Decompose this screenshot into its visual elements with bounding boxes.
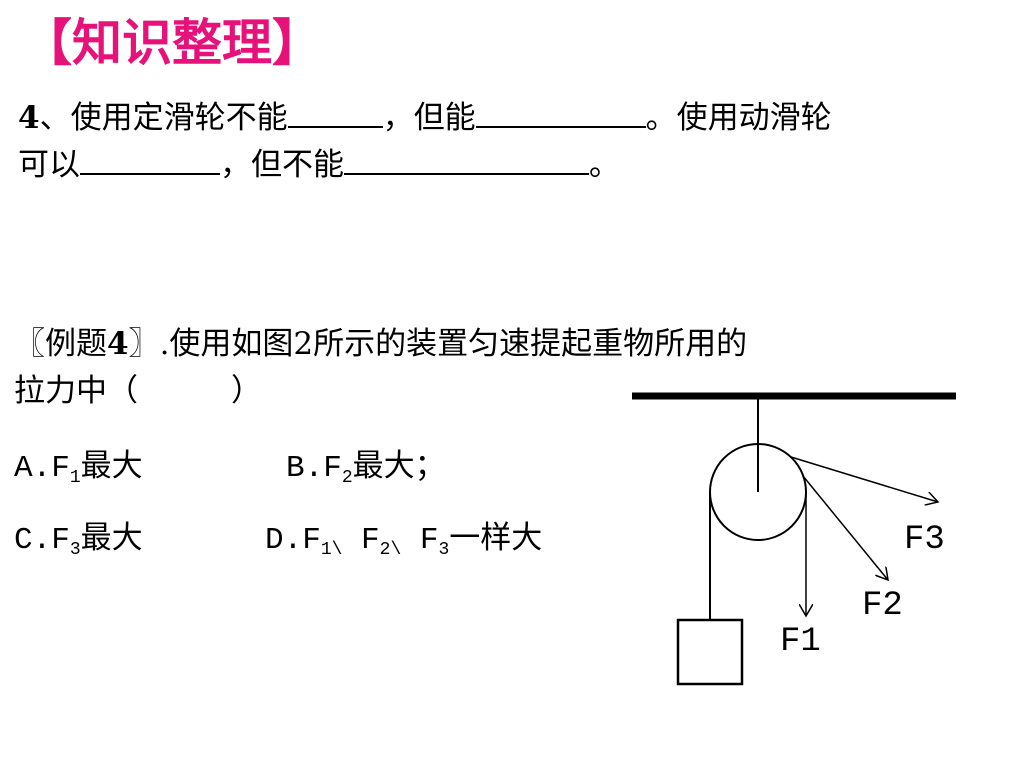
q4-text-2b: ，但不能 [220, 147, 344, 183]
label-f2: F2 [862, 587, 903, 625]
question-4-line-2: 可以 ，但不能 。 [18, 145, 620, 185]
question-4-line-1: 4、使用定滑轮不能 ，但能 。使用动滑轮 [18, 98, 832, 138]
q4-text-2c: 。 [589, 147, 620, 183]
example-number: 4 [107, 326, 129, 362]
option-b[interactable]: B.F2最大； [286, 448, 446, 488]
example-stem-2: 拉力中（ ） [14, 373, 262, 409]
q4-text-2a: 可以 [18, 147, 80, 183]
rope-f2 [802, 475, 888, 580]
blank-3[interactable] [80, 145, 220, 175]
q4-text-1b: ，但能 [382, 100, 476, 136]
example-stem-1: .使用如图2所示的装置匀速提起重物所用的 [159, 326, 748, 362]
example-open-bracket: 〖例题 [14, 326, 107, 362]
label-f3: F3 [904, 521, 945, 559]
weight-block [676, 618, 744, 686]
q4-text-1a: 、使用定滑轮不能 [39, 100, 288, 136]
q4-text-1c: 。使用动滑轮 [645, 100, 832, 136]
option-a[interactable]: A.F1最大 [14, 448, 143, 488]
option-d[interactable]: D.F1\ F2\ F3一样大 [265, 520, 543, 560]
example-stem-line-1: 〖例题4〗.使用如图2所示的装置匀速提起重物所用的 [14, 324, 747, 364]
example-close-bracket: 〗 [128, 326, 160, 362]
label-f1: F1 [780, 623, 821, 661]
rope-f3 [790, 456, 938, 502]
pulley-diagram: F1 F2 F3 [632, 392, 956, 686]
question-number: 4 [18, 100, 40, 136]
option-c[interactable]: C.F3最大 [14, 520, 143, 560]
blank-1[interactable] [287, 98, 383, 128]
blank-2[interactable] [475, 98, 646, 128]
blank-4[interactable] [344, 145, 589, 175]
example-stem-line-2: 拉力中（ ） [14, 371, 262, 411]
section-title: 【知识整理】 [22, 14, 322, 72]
